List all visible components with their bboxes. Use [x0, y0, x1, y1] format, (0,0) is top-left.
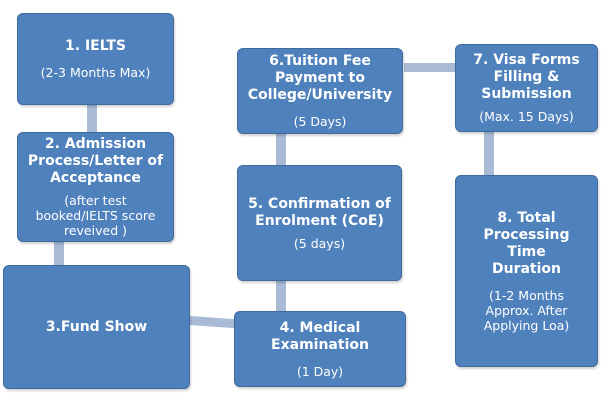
step-8-detail: (1-2 Months Approx. After Applying Loa): [483, 287, 570, 333]
step-7-visa-box: 7. Visa Forms Filling & Submission (Max.…: [455, 44, 598, 132]
step-4-detail: (1 Day): [296, 363, 344, 379]
step-8-title: 8. Total Processing Time Duration: [483, 209, 570, 277]
connector-4-5: [276, 280, 286, 312]
step-7-title: 7. Visa Forms Filling & Submission: [473, 52, 580, 102]
step-4-medical-box: 4. Medical Examination (1 Day): [234, 311, 406, 387]
connector-6-7: [404, 63, 456, 72]
step-5-coe-box: 5. Confirmation of Enrolment (CoE) (5 da…: [237, 165, 402, 281]
step-6-detail: (5 Days): [293, 114, 347, 129]
step-8-total-time-box: 8. Total Processing Time Duration (1-2 M…: [455, 175, 598, 367]
step-3-title: 3.Fund Show: [45, 318, 148, 335]
step-6-title: 6.Tuition Fee Payment to College/Univers…: [247, 53, 393, 103]
connector-1-2: [87, 104, 97, 134]
step-1-ielts-box: 1. IELTS (2-3 Months Max): [17, 13, 174, 105]
step-7-detail: (Max. 15 Days): [479, 109, 574, 124]
step-3-fund-show-box: 3.Fund Show: [3, 265, 190, 389]
connector-7-8: [484, 132, 494, 176]
connector-3-4: [189, 316, 237, 329]
step-2-detail: (after test booked/IELTS score reveived …: [35, 193, 156, 238]
step-6-tuition-box: 6.Tuition Fee Payment to College/Univers…: [237, 48, 403, 134]
step-4-title: 4. Medical Examination: [271, 319, 369, 353]
step-1-detail: (2-3 Months Max): [40, 65, 151, 80]
connector-2-3: [54, 240, 64, 268]
step-1-title: 1. IELTS: [65, 38, 126, 54]
step-5-detail: (5 days): [293, 235, 346, 251]
step-5-title: 5. Confirmation of Enrolment (CoE): [248, 195, 391, 229]
step-2-admission-box: 2. Admission Process/Letter of Acceptanc…: [17, 132, 174, 242]
connector-5-6: [276, 134, 286, 166]
step-2-title: 2. Admission Process/Letter of Acceptanc…: [27, 136, 164, 186]
